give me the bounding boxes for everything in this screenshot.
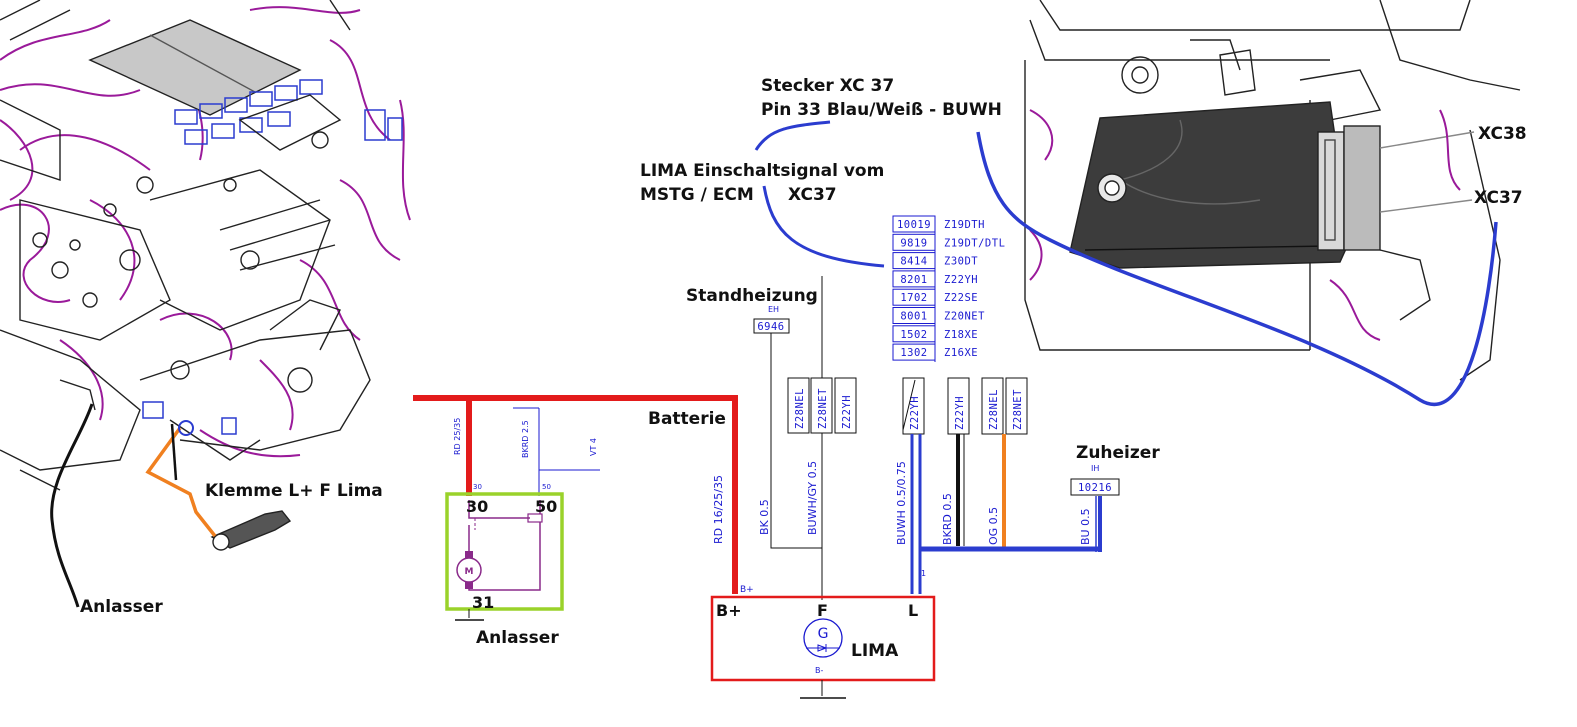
engine-variant-box <box>787 377 810 434</box>
engine-code: 10019 <box>897 219 931 231</box>
wire-buwh: BUWH 0.5/0.75 <box>895 461 908 545</box>
klemme-wire <box>145 426 217 538</box>
engine-type: Z20NET <box>944 311 985 323</box>
engine-variant-box <box>834 377 857 434</box>
xc37-pin33-wire <box>976 131 1498 407</box>
xc38-label: XC38 <box>1478 124 1527 144</box>
signal-label-line1: LIMA Einschaltsignal vom <box>640 161 884 181</box>
batterie-label: Batterie <box>648 409 726 429</box>
lima-schematic: G <box>710 595 936 699</box>
signal-label-line2: MSTG / ECM <box>640 185 754 205</box>
lima-label: LIMA <box>851 641 899 661</box>
engine-type: Z22SE <box>944 292 978 304</box>
engine-code: 9819 <box>900 237 927 249</box>
engine-code: 1302 <box>900 347 927 359</box>
lima-terminal-l: L <box>908 601 918 620</box>
battery-wire <box>413 395 738 594</box>
wire-og: OG 0.5 <box>987 507 1000 545</box>
connector-label-line1: Stecker XC 37 <box>761 76 894 96</box>
zuheizer-tag: IH <box>1091 464 1099 473</box>
wire-buwh-gy: BUWH/GY 0.5 <box>806 461 819 535</box>
anlasser-wire-photo <box>50 403 94 608</box>
zuheizer-label: Zuheizer <box>1076 443 1160 463</box>
starter-terminal-50-small: 50 <box>542 483 551 491</box>
engine-type: Z19DTH <box>944 219 985 231</box>
lima-b-minus: B- <box>815 666 823 675</box>
engine-variants-left: Z28NEL Z28NET Z22YH <box>787 377 857 434</box>
engine-variant-label: Z28NET <box>817 388 829 429</box>
engine-type: Z16XE <box>944 347 978 359</box>
wire-vt: VT 4 <box>589 438 598 456</box>
engine-variant-box <box>810 377 833 434</box>
engine-variants-right: Z22YH Z22YH Z28NEL Z28NET <box>902 377 1028 435</box>
starter-schematic: M <box>445 492 564 621</box>
starter-terminal-30-small: 30 <box>473 483 482 491</box>
engine-code: 8201 <box>900 274 927 286</box>
zuheizer-code: 10216 <box>1078 482 1112 494</box>
lima-l-small: 1 <box>921 569 926 578</box>
engine-code: 8414 <box>900 256 927 268</box>
standheizung-tag: EH <box>768 305 779 314</box>
connector-callout-curve <box>754 120 831 151</box>
starter-motor-symbol: M <box>465 567 474 577</box>
engine-type: Z19DT/DTL <box>944 237 1005 249</box>
lima-b-plus-small: B+ <box>740 585 754 595</box>
engine-variant-label: Z28NEL <box>988 389 1000 430</box>
wire-rd-starter: RD 25/35 <box>453 418 462 455</box>
variant-slash <box>902 379 916 431</box>
standheizung-label: Standheizung <box>686 286 818 306</box>
wire-rd-lima: RD 16/25/35 <box>712 475 725 544</box>
starter-terminal-50: 50 <box>535 497 557 516</box>
engine-code: 1502 <box>900 329 927 341</box>
signal-connector-label: XC37 <box>788 185 837 205</box>
anlasser-photo-label: Anlasser <box>80 597 163 617</box>
wire-bkrd: BKRD 0.5 <box>941 493 954 545</box>
standheizung-code: 6946 <box>757 321 784 333</box>
engine-code: 1702 <box>900 292 927 304</box>
lima-generator-symbol: G <box>818 626 829 642</box>
engine-variant-box <box>981 377 1004 435</box>
anlasser-schematic-label: Anlasser <box>476 628 559 648</box>
connector-label-line2: Pin 33 Blau/Weiß - BUWH <box>761 100 1002 120</box>
lima-terminal-b-plus: B+ <box>716 601 742 620</box>
engine-drawing <box>0 0 411 551</box>
engine-type: Z30DT <box>944 256 978 268</box>
klemme-label: Klemme L+ F Lima <box>205 481 383 501</box>
ecu-drawing <box>1024 0 1521 381</box>
wire-bk: BK 0.5 <box>758 499 771 535</box>
starter-terminal-31: 31 <box>472 593 494 612</box>
engine-variant-label: Z28NEL <box>794 388 806 429</box>
lima-terminal-f: F <box>817 601 828 620</box>
engine-variant-label: Z22YH <box>841 395 853 429</box>
wire-bu: BU 0.5 <box>1079 508 1092 545</box>
signal-callout-curve <box>762 185 885 268</box>
engine-variant-label: Z28NET <box>1012 389 1024 430</box>
engine-code: 8001 <box>900 311 927 323</box>
engine-variant-label: Z22YH <box>909 396 921 430</box>
starter-terminal-30: 30 <box>466 497 488 516</box>
engine-type: Z22YH <box>944 274 978 286</box>
engine-variant-label: Z22YH <box>954 396 966 430</box>
engine-variant-box <box>1005 377 1028 435</box>
engine-type: Z18XE <box>944 329 978 341</box>
xc37-label: XC37 <box>1474 188 1523 208</box>
wire-bkrd-starter: BKRD 2.5 <box>521 420 530 458</box>
